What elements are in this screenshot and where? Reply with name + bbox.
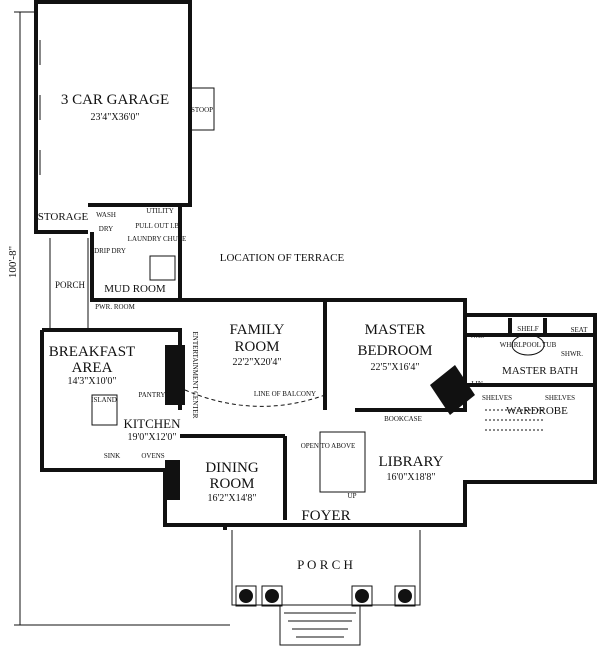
drip-dry-label: DRIP DRY	[94, 247, 126, 255]
family-label-2: ROOM	[234, 339, 279, 355]
ovens-label: OVENS	[141, 452, 164, 460]
bath-seat-label: SEAT	[571, 326, 588, 334]
dry-label: DRY	[99, 225, 113, 233]
powder-room-label: PWR. ROOM	[95, 303, 135, 311]
entertainment-label: ENTERTAINMENT CENTER	[191, 332, 199, 419]
whirlpool-label: WHIRLPOOL TUB	[500, 341, 557, 349]
overall-dimension-label: 100'-8"	[7, 246, 19, 278]
laundry-chute-label: LAUNDRY CHUTE	[128, 235, 187, 243]
breakfast-label-1: BREAKFAST	[49, 344, 135, 360]
dining-label-2: ROOM	[209, 476, 254, 492]
breakfast-label-2: AREA	[72, 360, 113, 376]
master-bedroom-label-1: MASTER	[365, 322, 426, 338]
stoop-label: STOOP	[191, 106, 213, 114]
kitchen-size: 19'0"X12'0"	[128, 432, 177, 443]
shelf-label: SHELF	[517, 325, 539, 333]
shower-label: SHWR.	[561, 350, 583, 358]
wardrobe-label: WARDROBE	[506, 405, 568, 417]
wc-label: W.C.	[470, 332, 484, 340]
side-porch-label: PORCH	[55, 280, 86, 290]
linen-label: LIN.	[471, 380, 485, 388]
mud-room-label: MUD ROOM	[104, 283, 166, 295]
shelves-label-right: SHELVES	[545, 394, 575, 402]
family-size: 22'2"X20'4"	[233, 357, 282, 368]
front-porch-label: P O R C H	[297, 557, 353, 572]
open-to-above-label: OPEN TO ABOVE	[301, 442, 356, 450]
master-bedroom-label-2: BEDROOM	[357, 343, 432, 359]
island-label: ISLAND	[91, 396, 117, 404]
sink-label: SINK	[104, 452, 120, 460]
library-label: LIBRARY	[378, 454, 443, 470]
bookcase-label: BOOKCASE	[384, 415, 422, 423]
breakfast-size: 14'3"X10'0"	[68, 376, 117, 387]
utility-label: UTILITY	[146, 207, 174, 215]
pull-out-label: PULL OUT I.B.	[135, 222, 181, 230]
storage-label: STORAGE	[38, 211, 89, 223]
pantry-label: PANTRY	[139, 391, 166, 399]
wash-label: WASH	[96, 211, 116, 219]
kitchen-label: KITCHEN	[123, 416, 181, 431]
master-bath-label: MASTER BATH	[502, 365, 578, 377]
shelves-label-left: SHELVES	[482, 394, 512, 402]
stair-up-label: UP	[348, 492, 357, 500]
family-label-1: FAMILY	[230, 322, 285, 338]
garage-label: 3 CAR GARAGE	[61, 92, 169, 108]
line-of-balcony-label: LINE OF BALCONY	[254, 390, 316, 398]
library-size: 16'0"X18'8"	[387, 472, 436, 483]
dining-label-1: DINING	[205, 460, 258, 476]
front-porch	[231, 530, 421, 646]
terrace-label: LOCATION OF TERRACE	[220, 252, 345, 264]
main-house-walls	[40, 298, 597, 530]
service-wing-walls	[34, 200, 182, 330]
master-bedroom-size: 22'5"X16'4"	[371, 362, 420, 373]
garage-size: 23'4"X36'0"	[91, 112, 140, 123]
foyer-label: FOYER	[301, 508, 350, 524]
dining-size: 16'2"X14'8"	[208, 493, 257, 504]
